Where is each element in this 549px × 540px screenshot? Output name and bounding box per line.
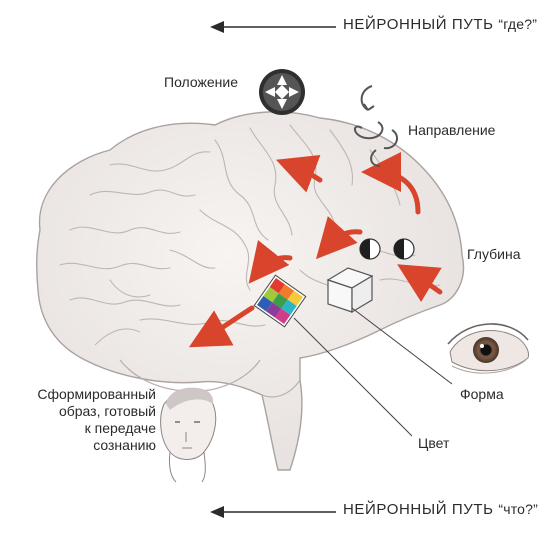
color-cube-cell [266, 302, 282, 318]
color-cube-cell [269, 278, 285, 294]
where-path-arrow [210, 21, 336, 33]
what-path-title: НЕЙРОННЫЙ ПУТЬ “что?” [343, 501, 539, 518]
color-cube-icon [253, 274, 307, 328]
depth-label: Глубина [467, 246, 521, 262]
position-icon [259, 69, 305, 115]
depth-icon [359, 238, 415, 260]
color-label: Цвет [418, 435, 450, 451]
color-cube-cell [281, 299, 297, 315]
processing-arrows [188, 152, 443, 348]
form-cube-icon [326, 267, 374, 314]
caption-line-2: образ, готовый [58, 403, 156, 419]
color-cube-cell [263, 287, 279, 303]
what-path-arrow [210, 506, 336, 518]
caption-line-3: к передаче [84, 420, 156, 436]
color-cube-cell [278, 284, 294, 300]
color-cube-cell [275, 308, 291, 324]
form-label: Форма [460, 386, 504, 402]
color-cube-cell [287, 290, 303, 306]
direction-label: Направление [408, 122, 496, 138]
brain-silhouette [35, 111, 465, 471]
color-cube-cell [257, 296, 273, 312]
color-cube-cell [272, 293, 288, 309]
position-label: Положение [164, 74, 238, 90]
where-path-title: НЕЙРОННЫЙ ПУТЬ “где?” [343, 16, 538, 33]
direction-icon [354, 85, 399, 167]
formed-image-caption: Сформированный образ, готовый к передаче… [0, 386, 156, 454]
caption-line-1: Сформированный [37, 386, 156, 402]
caption-line-4: сознанию [93, 437, 156, 453]
leader-lines [293, 307, 453, 437]
head-illustration [160, 387, 217, 483]
eye-illustration [447, 323, 529, 374]
